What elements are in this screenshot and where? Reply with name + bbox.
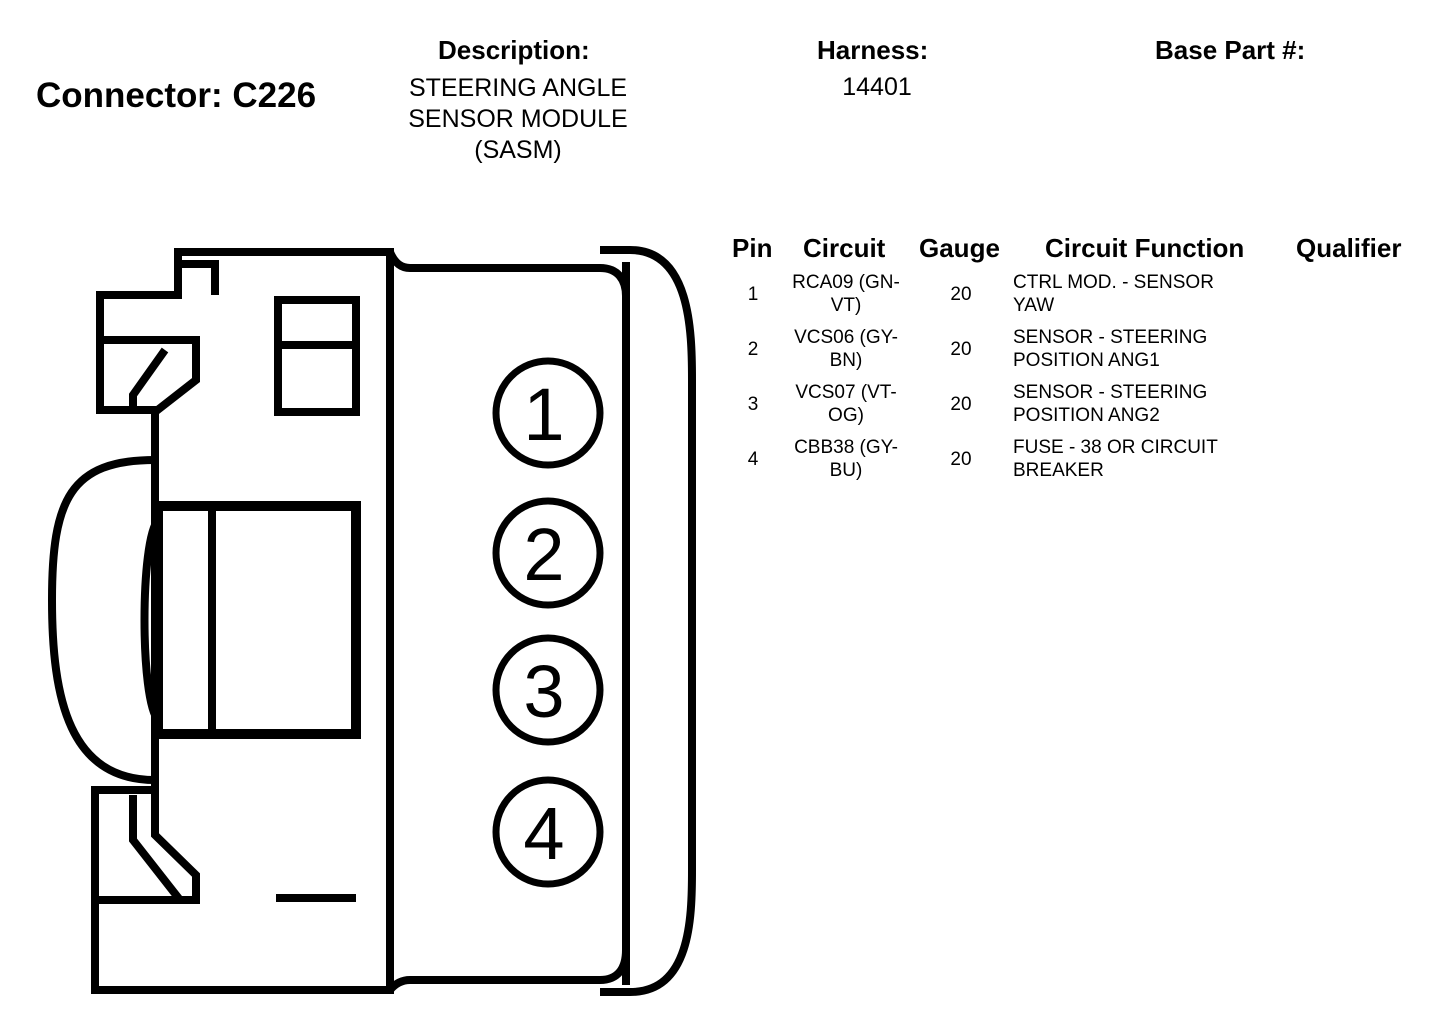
center-rect-edge (140, 517, 162, 723)
function-line: YAW (1013, 295, 1055, 316)
gauge-cell: 20 (950, 339, 972, 360)
function-line: POSITION ANG1 (1013, 350, 1160, 371)
circuit-cell: VCS06 (GY- BN) (784, 326, 908, 372)
circuit-line: RCA09 (GN- (792, 272, 900, 293)
connector-body-outline (91, 248, 394, 994)
center-rect (153, 501, 361, 739)
column-header-circuit: Circuit (803, 233, 886, 263)
function-line: BREAKER (1013, 460, 1104, 481)
pin-cavity (492, 776, 604, 888)
face-panel (386, 250, 630, 993)
upper-notch-diagonal (129, 347, 169, 410)
circuit-cell: VCS07 (VT- OG) (784, 381, 908, 427)
function-line: FUSE - 38 OR CIRCUIT (1013, 437, 1218, 458)
harness-value: 14401 (842, 73, 912, 101)
lower-notch (95, 790, 200, 904)
gauge-cell: 20 (950, 394, 972, 415)
description-line: SENSOR MODULE (408, 105, 628, 133)
circuit-cell: RCA09 (GN- VT) (784, 271, 908, 317)
description-line: STEERING ANGLE (408, 74, 628, 102)
right-cap (600, 246, 696, 996)
function-line: POSITION ANG2 (1013, 405, 1160, 426)
pin-label: 2 (523, 513, 564, 596)
column-header-gauge: Gauge (919, 233, 1000, 263)
connector-title: Connector: C226 (36, 76, 317, 115)
pin-label: 3 (523, 650, 564, 733)
circuit-line: BN) (829, 350, 863, 371)
function-cell: SENSOR - STEERING POSITION ANG1 (1013, 326, 1263, 372)
pin-cavity (492, 634, 604, 746)
pin-cavities (492, 357, 604, 888)
gauge-cell: 20 (950, 449, 972, 470)
pin-cell: 4 (747, 449, 759, 470)
function-cell: FUSE - 38 OR CIRCUIT BREAKER (1013, 436, 1263, 482)
left-dome (47, 456, 156, 784)
circuit-line: VCS07 (VT- (795, 382, 897, 403)
column-header-circuit-function: Circuit Function (1045, 233, 1245, 263)
pin-cell: 1 (747, 284, 759, 305)
circuit-cell: CBB38 (GY- BU) (784, 436, 908, 482)
pin-cavity (492, 497, 604, 609)
column-header-qualifier: Qualifier (1296, 233, 1402, 263)
pin-cell: 3 (747, 394, 759, 415)
function-cell: CTRL MOD. - SENSOR YAW (1013, 271, 1263, 317)
upper-window (274, 296, 360, 416)
circuit-line: OG) (828, 405, 864, 426)
pin-label: 4 (523, 792, 564, 875)
pin-cell: 2 (747, 339, 759, 360)
pin-cavity (492, 357, 604, 469)
latch-tab (174, 260, 219, 295)
column-header-pin: Pin (732, 233, 773, 263)
lower-notch-diagonal (129, 795, 184, 903)
pin-label: 1 (523, 373, 564, 456)
circuit-line: VCS06 (GY- (794, 327, 898, 348)
harness-header: Harness: (817, 35, 929, 65)
description-value: STEERING ANGLE SENSOR MODULE (SASM) (386, 73, 650, 166)
description-header: Description: (438, 35, 590, 65)
description-line: (SASM) (474, 136, 562, 164)
function-line: CTRL MOD. - SENSOR (1013, 272, 1214, 293)
function-cell: SENSOR - STEERING POSITION ANG2 (1013, 381, 1263, 427)
function-line: SENSOR - STEERING (1013, 327, 1208, 348)
base-part-header: Base Part #: (1155, 35, 1306, 65)
circuit-line: CBB38 (GY- (794, 437, 898, 458)
circuit-line: VT) (830, 295, 862, 316)
gauge-cell: 20 (950, 284, 972, 305)
function-line: SENSOR - STEERING (1013, 382, 1208, 403)
upper-notch (100, 336, 200, 416)
circuit-line: BU) (829, 460, 863, 481)
